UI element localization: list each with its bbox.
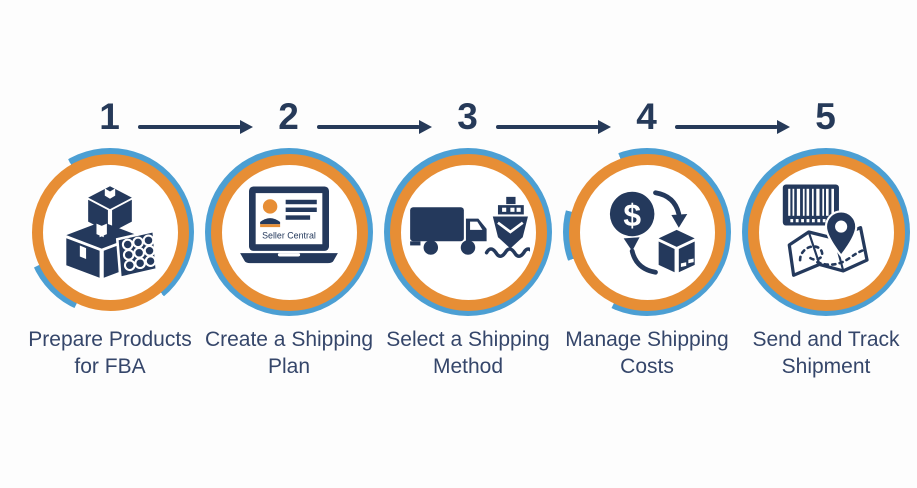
barcode-map-pin-icon xyxy=(782,184,869,277)
step-4: 4 $ xyxy=(552,96,742,380)
step-label: Select a Shipping Method xyxy=(386,328,550,378)
step-label: Manage Shipping Costs xyxy=(565,328,729,378)
step-label: Prepare Products for FBA xyxy=(28,328,192,378)
step-number: 5 xyxy=(815,96,837,137)
laptop-seller-central-icon: Seller Central xyxy=(240,186,338,264)
step-3: 3 xyxy=(373,96,563,380)
step-number: 4 xyxy=(636,96,658,137)
step-circle xyxy=(742,148,910,316)
step-number: 2 xyxy=(278,96,300,137)
step-1: 1 xyxy=(15,96,205,380)
step-label: Send and Track Shipment xyxy=(752,328,900,378)
arrow-right-icon xyxy=(138,119,253,135)
truck-ship-icon xyxy=(410,196,530,259)
step-circle xyxy=(384,148,552,316)
money-box-exchange-icon: $ xyxy=(609,190,695,275)
arrow-right-icon xyxy=(496,119,611,135)
step-number: 1 xyxy=(99,96,121,137)
step-2: 2 Seller Central Create a S xyxy=(194,96,384,380)
step-5: 5 xyxy=(731,96,917,380)
step-circle xyxy=(26,148,194,316)
boxes-bubble-wrap-icon xyxy=(66,186,159,280)
dollar-sign: $ xyxy=(623,197,641,233)
step-number: 3 xyxy=(457,96,479,137)
step-circle: $ xyxy=(563,148,731,316)
arrow-right-icon xyxy=(675,119,790,135)
step-label: Create a Shipping Plan xyxy=(204,328,374,378)
arrow-right-icon xyxy=(317,119,432,135)
seller-central-label: Seller Central xyxy=(262,231,316,241)
step-circle: Seller Central xyxy=(205,148,373,316)
